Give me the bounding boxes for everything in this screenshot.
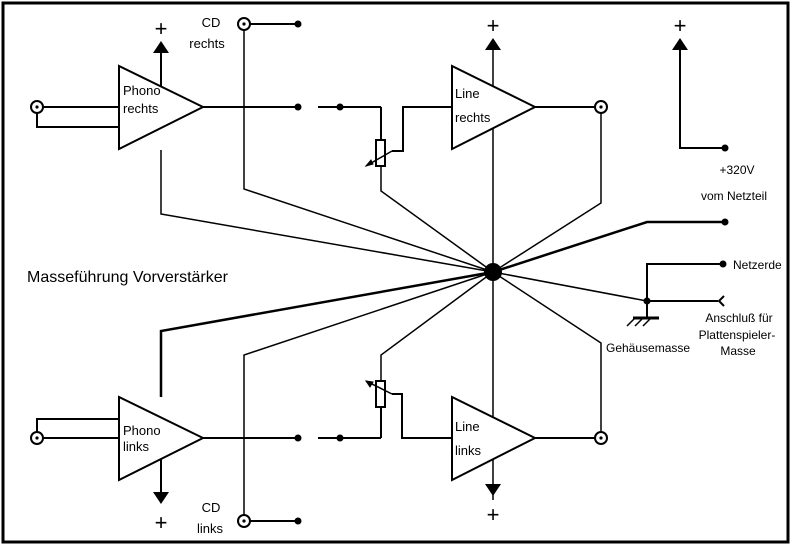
phono-rechts-plus: + <box>155 16 168 41</box>
chassis-ground-label: Gehäusemasse <box>606 341 690 355</box>
spoke-line-rechts-out <box>492 110 602 273</box>
volume-potentiometer-links[interactable] <box>364 380 452 439</box>
turntable-ground-label-1: Anschluß für <box>705 311 772 325</box>
line-links-plus: + <box>487 502 500 527</box>
line-rechts-plus: + <box>487 13 500 38</box>
spoke-line-links-out <box>492 271 602 437</box>
netzerde-label: Netzerde <box>733 258 782 272</box>
line-links-label-1: Line <box>455 419 480 434</box>
spoke-cd-rechts <box>243 30 494 273</box>
hv-supply-line <box>679 50 725 149</box>
netzteil-ground-terminal[interactable] <box>721 218 729 226</box>
spoke-netzteil <box>492 220 725 274</box>
phono-links-plus: + <box>155 510 168 535</box>
phono-links-input-jack[interactable] <box>30 418 119 445</box>
cd-links-label-1: CD <box>202 500 221 515</box>
switch-contact <box>294 434 302 442</box>
diagram-frame <box>1 1 790 544</box>
turntable-ground-label-2: Plattenspieler- <box>699 328 776 342</box>
spoke-cd-links <box>243 271 494 521</box>
cd-rechts-label-2: rechts <box>189 36 225 51</box>
line-links-label-2: links <box>455 443 482 458</box>
supply-arrow-icon <box>485 484 501 496</box>
cd-links-input-jack[interactable] <box>237 514 298 528</box>
supply-arrow-icon <box>485 38 501 50</box>
turntable-ground-connector-icon[interactable] <box>717 295 725 307</box>
supply-arrow-icon <box>153 492 169 504</box>
volume-potentiometer-rechts[interactable] <box>364 106 451 167</box>
switch-contact <box>294 103 302 111</box>
cd-rechts-input-jack[interactable] <box>237 17 298 31</box>
star-ground-spokes <box>159 30 725 521</box>
phono-links-label-2: links <box>123 439 150 454</box>
phono-rechts-label-1: Phono <box>123 83 161 98</box>
netzerde-terminal[interactable] <box>719 260 727 268</box>
line-rechts-label-1: Line <box>455 86 480 101</box>
hv-terminal[interactable] <box>721 144 729 152</box>
phono-links-amplifier: Phono links <box>118 395 206 482</box>
spoke-pot-rechts <box>380 166 494 273</box>
voltage-label: +320V <box>719 163 754 177</box>
spoke-chassis <box>492 271 648 302</box>
spoke-phono-links <box>159 270 494 397</box>
voltage-source-label: vom Netzteil <box>701 189 767 203</box>
switch-contact <box>294 20 302 28</box>
phono-rechts-input-jack[interactable] <box>30 100 119 128</box>
spoke-pot-links <box>380 271 494 380</box>
phono-rechts-label-2: rechts <box>123 101 159 116</box>
selector-switch-rechts[interactable] <box>318 103 381 111</box>
turntable-ground-label-3: Masse <box>720 344 756 358</box>
cd-links-label-2: links <box>197 521 224 536</box>
line-rechts-output-jack[interactable] <box>594 100 608 114</box>
selector-switch-links[interactable] <box>318 434 381 442</box>
ground-junction <box>643 297 651 305</box>
supply-arrow-icon <box>153 41 169 53</box>
switch-contact <box>294 517 302 525</box>
line-links-amplifier: Line links <box>451 395 538 482</box>
spoke-phono-rechts <box>160 150 494 273</box>
line-links-output-jack[interactable] <box>594 431 608 445</box>
cd-rechts-label-1: CD <box>202 15 221 30</box>
supply-arrow-icon <box>672 38 688 50</box>
line-rechts-label-2: rechts <box>455 110 491 125</box>
phono-links-label-1: Phono <box>123 423 161 438</box>
line-rechts-amplifier: Line rechts <box>451 64 538 151</box>
hv-plus: + <box>674 13 687 38</box>
star-ground-node <box>484 263 502 281</box>
diagram-title: Masseführung Vorverstärker <box>27 269 229 286</box>
